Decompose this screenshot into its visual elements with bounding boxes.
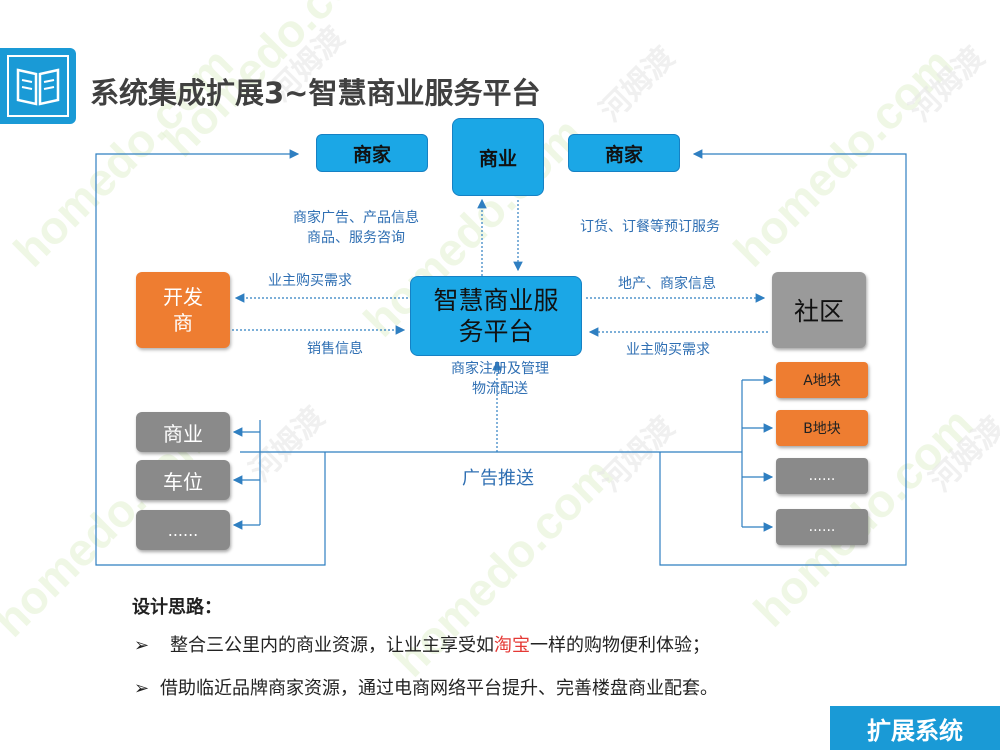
commerce-node-top: 商业 (452, 118, 544, 196)
merchant-node-left: 商家 (316, 134, 428, 172)
left-commerce-node: 商业 (136, 412, 230, 452)
edge-label-owner-demand-left: 业主购买需求 (268, 273, 352, 289)
book-icon (0, 48, 76, 124)
edge-label-owner-demand-right: 业主购买需求 (626, 342, 710, 358)
edge-label-line: 物流配送 (472, 381, 528, 397)
edge-label-merchant-ads: 商家广告、产品信息 商品、服务咨询 (293, 208, 419, 248)
left-more-node: ...... (136, 510, 230, 550)
design-bullet-2: ➢ 借助临近品牌商家资源，通过电商网络平台提升、完善楼盘商业配套。 (134, 674, 718, 700)
block-a-node: A地块 (776, 362, 868, 398)
edge-label-line: 商品、服务咨询 (307, 230, 405, 246)
design-bullet-1: ➢ 整合三公里内的商业资源，让业主享受如淘宝一样的购物便利体验； (134, 631, 710, 657)
bullet-arrow-icon: ➢ (134, 635, 150, 656)
bullet-text: 一样的购物便利体验； (530, 635, 710, 656)
community-node: 社区 (772, 272, 866, 348)
block-more-node: ...... (776, 458, 868, 494)
bullet-highlight: 淘宝 (494, 635, 530, 656)
page-title: 系统集成扩展3~智慧商业服务平台 (90, 76, 541, 110)
left-parking-node: 车位 (136, 460, 230, 500)
edge-label-line: 商家注册及管理 (451, 361, 549, 377)
edge-label-sales-info: 销售信息 (307, 341, 363, 357)
bullet-text: 整合三公里内的商业资源，让业主享受如 (170, 635, 494, 656)
merchant-node-right: 商家 (568, 134, 680, 172)
bullet-arrow-icon: ➢ (134, 678, 150, 699)
platform-node: 智慧商业服务平台 (410, 276, 582, 356)
block-more-node: ...... (776, 509, 868, 545)
edge-label-line: 商家广告、产品信息 (293, 210, 419, 226)
footer-badge: 扩展系统 (830, 706, 1000, 750)
design-heading: 设计思路： (132, 597, 222, 618)
block-b-node: B地块 (776, 410, 868, 446)
bullet-text: 借助临近品牌商家资源，通过电商网络平台提升、完善楼盘商业配套。 (160, 678, 718, 699)
edge-label-property-info: 地产、商家信息 (618, 276, 716, 292)
edge-label-booking: 订货、订餐等预订服务 (580, 219, 720, 235)
edge-label-merchant-registration: 商家注册及管理 物流配送 (451, 359, 549, 399)
edge-label-ad-push: 广告推送 (460, 468, 536, 489)
developer-node: 开发商 (136, 272, 230, 348)
